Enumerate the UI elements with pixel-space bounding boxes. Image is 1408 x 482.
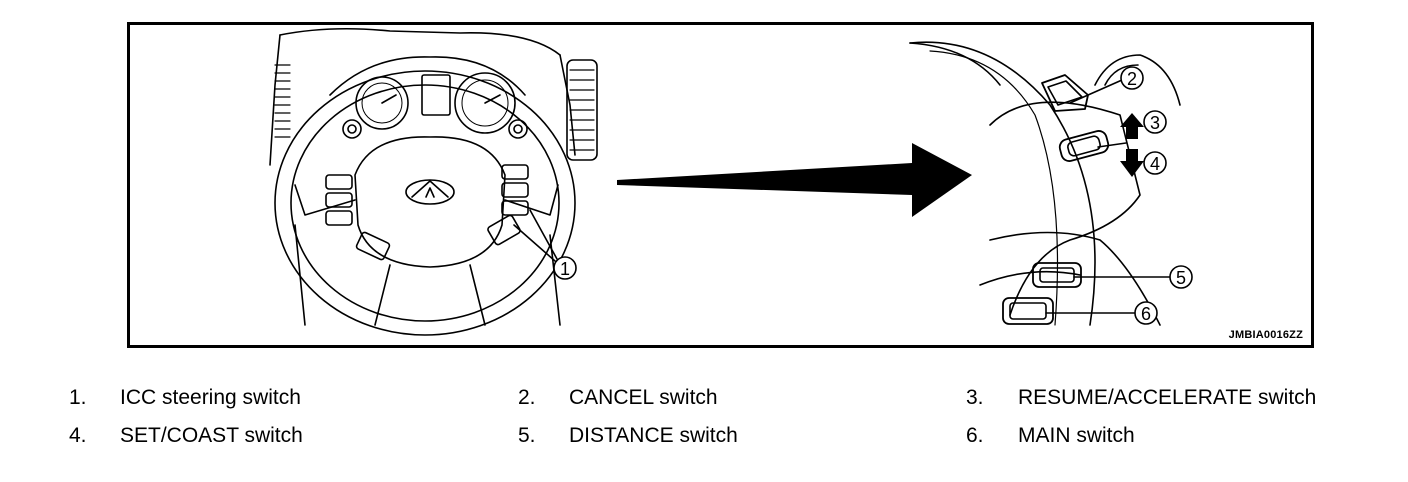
- steering-wheel-drawing: [269, 27, 598, 336]
- legend-row-2: 4. SET/COAST switch 5. DISTANCE switch 6…: [0, 424, 1408, 450]
- switch-closeup-drawing: [909, 41, 1181, 326]
- callout-1: 1: [553, 256, 577, 280]
- svg-text:5: 5: [1176, 268, 1186, 288]
- svg-text:6: 6: [1141, 304, 1151, 324]
- legend-number: 4.: [69, 424, 87, 447]
- legend-row-1: 1. ICC steering switch 2. CANCEL switch …: [0, 386, 1408, 412]
- legend-label: ICC steering switch: [120, 386, 301, 409]
- callout-5: 5: [1169, 265, 1193, 289]
- callout-6: 6: [1134, 301, 1158, 325]
- figure-code: JMBIA0016ZZ: [1228, 329, 1303, 341]
- legend-label: SET/COAST switch: [120, 424, 303, 447]
- diagram-drawing: 1: [269, 27, 1193, 336]
- svg-text:3: 3: [1150, 113, 1160, 133]
- legend-label: MAIN switch: [1018, 424, 1135, 447]
- infiniti-logo-icon: [405, 179, 455, 205]
- legend-label: DISTANCE switch: [569, 424, 738, 447]
- diagram-figure: 1: [127, 22, 1314, 348]
- callout-2: 2: [1120, 66, 1144, 90]
- callout-4: 4: [1143, 151, 1167, 175]
- svg-text:4: 4: [1150, 154, 1160, 174]
- legend-number: 6.: [966, 424, 984, 447]
- legend-label: CANCEL switch: [569, 386, 718, 409]
- legend-number: 5.: [518, 424, 536, 447]
- arrow-up-icon: [1120, 113, 1144, 139]
- svg-text:2: 2: [1127, 69, 1137, 89]
- svg-text:1: 1: [560, 259, 570, 279]
- callout-3: 3: [1143, 110, 1167, 134]
- arrow-right-icon: [617, 143, 972, 217]
- legend-label: RESUME/ACCELERATE switch: [1018, 386, 1317, 409]
- legend-number: 1.: [69, 386, 87, 409]
- legend-number: 3.: [966, 386, 984, 409]
- arrow-down-icon: [1120, 149, 1144, 177]
- legend-number: 2.: [518, 386, 536, 409]
